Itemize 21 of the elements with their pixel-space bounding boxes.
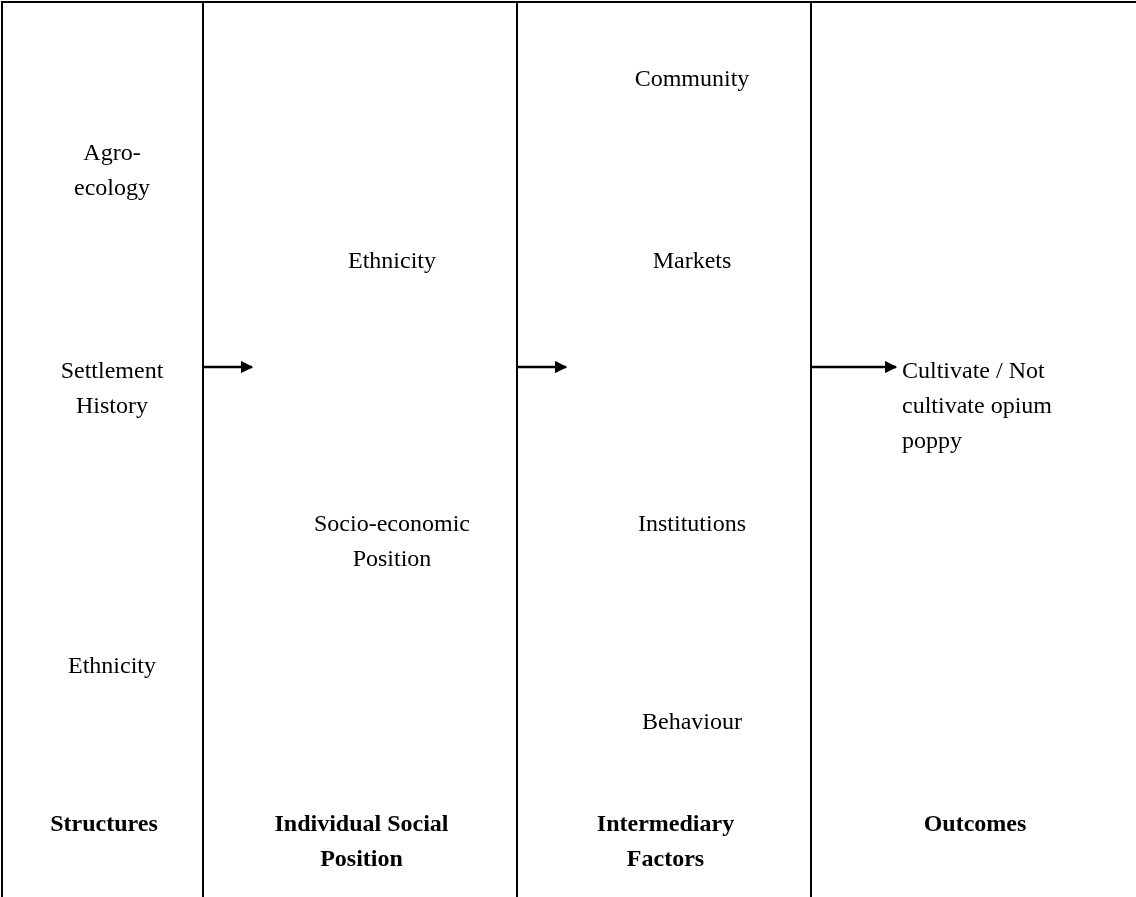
factor-label: Institutions	[592, 506, 792, 541]
column-panel	[1, 1, 203, 897]
column-heading: Individual Social Position	[273, 809, 450, 873]
arrow	[204, 360, 254, 374]
factor-label: Markets	[592, 243, 792, 278]
column-panel	[202, 1, 517, 897]
factor-label: Settlement History	[42, 353, 182, 423]
factor-label: Ethnicity	[292, 243, 492, 278]
column-heading: Outcomes	[922, 809, 1028, 838]
factor-label: Ethnicity	[42, 648, 182, 683]
column-heading: Structures	[49, 809, 159, 838]
factor-label: Behaviour	[592, 704, 792, 739]
factor-label: Community	[592, 61, 792, 96]
column-panel	[810, 1, 1136, 897]
factor-label: Cultivate / Not cultivate opium poppy	[902, 353, 1082, 458]
factor-label: Agro-ecology	[62, 135, 162, 205]
arrow	[812, 360, 898, 374]
factor-label: Socio-economic Position	[292, 506, 492, 576]
column-panel	[516, 1, 811, 897]
arrow	[518, 360, 568, 374]
column-heading: Intermediary Factors	[595, 809, 736, 873]
